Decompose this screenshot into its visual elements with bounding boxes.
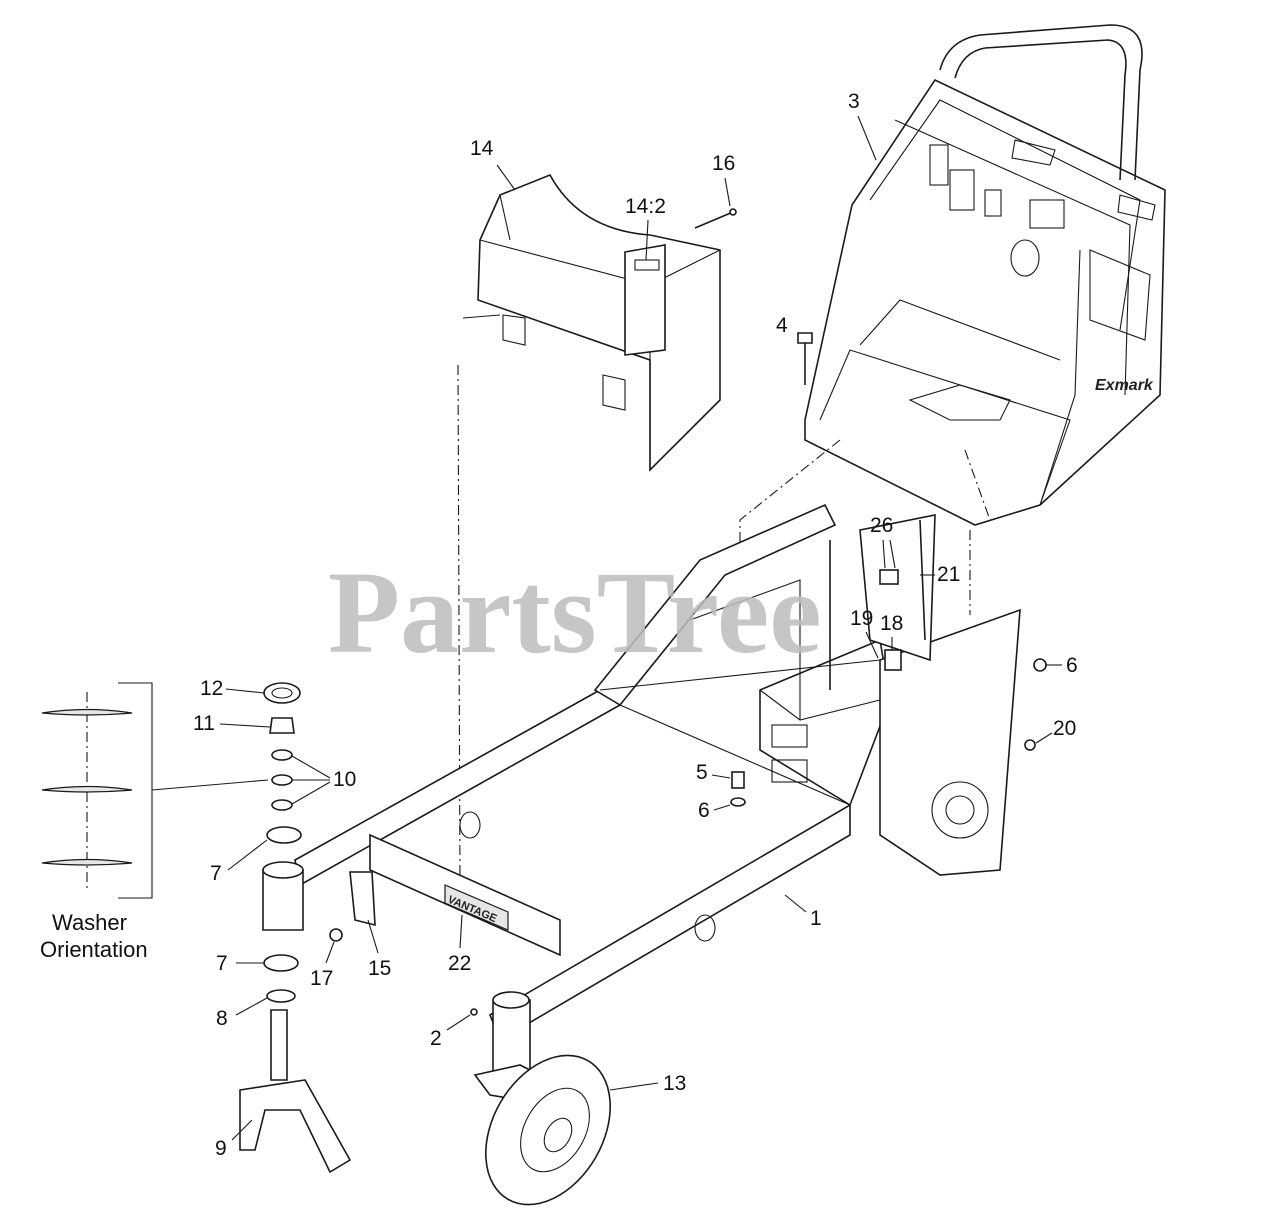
bolt-4	[797, 332, 813, 385]
watermark: PartsTree	[328, 547, 822, 678]
callout-6-middle: 6	[698, 799, 710, 822]
callout-7-upper: 7	[210, 862, 222, 885]
clip-26	[879, 569, 899, 585]
washer-caption-line2: Orientation	[40, 937, 148, 962]
callout-20: 20	[1053, 717, 1076, 740]
control-tower	[804, 24, 1166, 526]
callout-22: 22	[448, 952, 471, 975]
callout-14: 14	[470, 137, 494, 160]
callout-14-2: 14:2	[625, 195, 666, 218]
caster-stack	[239, 682, 352, 1174]
main-frame	[294, 503, 1021, 1042]
callout-9: 9	[215, 1137, 227, 1160]
callout-12: 12	[200, 677, 223, 700]
callout-4: 4	[776, 314, 788, 337]
callout-6-right: 6	[1066, 654, 1078, 677]
callout-10: 10	[333, 768, 356, 791]
nut-6-right	[1033, 658, 1047, 672]
callout-15: 15	[368, 957, 391, 980]
callout-26: 26	[870, 514, 893, 537]
exmark-logo: Exmark	[1095, 377, 1154, 394]
callout-8: 8	[216, 1007, 228, 1030]
tank-cover	[462, 173, 721, 472]
pin-16	[694, 208, 737, 229]
caster-wheel	[473, 991, 611, 1206]
callout-19: 19	[850, 607, 873, 630]
callout-3: 3	[848, 90, 860, 113]
callout-7-lower: 7	[216, 952, 228, 975]
bracket-15	[349, 871, 376, 927]
callout-11: 11	[193, 712, 215, 735]
nut-17	[329, 928, 343, 942]
callout-13: 13	[663, 1072, 686, 1095]
washer-orientation-inset	[41, 682, 269, 899]
bolt-20	[1024, 739, 1036, 751]
callout-16: 16	[712, 152, 735, 175]
fitting-2	[470, 1008, 478, 1016]
callout-5: 5	[696, 761, 708, 784]
callout-18: 18	[880, 612, 903, 635]
callout-21: 21	[937, 563, 960, 586]
spacer-5	[731, 771, 745, 789]
callout-1: 1	[810, 907, 822, 930]
clamp-18	[884, 649, 902, 671]
washer-caption-line1: Washer	[52, 910, 127, 935]
callout-2: 2	[430, 1027, 442, 1050]
callout-17: 17	[310, 967, 333, 990]
nut-6-middle	[730, 797, 746, 807]
